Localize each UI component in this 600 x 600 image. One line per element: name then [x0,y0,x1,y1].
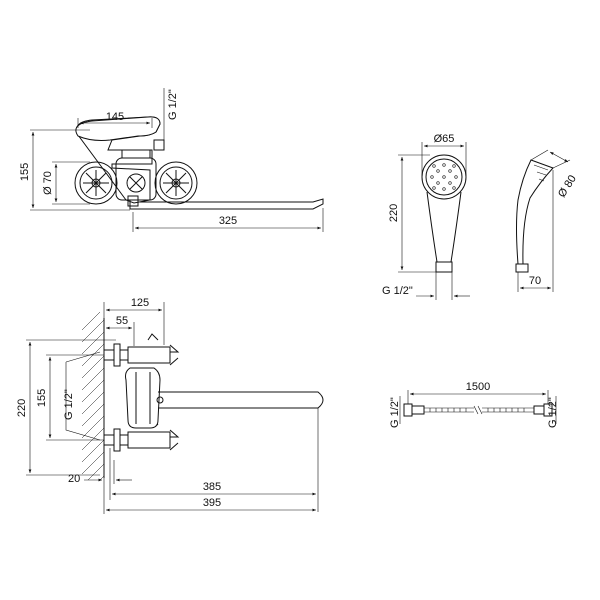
dim-395: 395 [203,497,221,509]
dim-70-shower: 70 [529,275,541,287]
dim-20: 20 [68,473,80,485]
dim-dia-70: Ø 70 [42,171,54,195]
dim-thread-hose-right: G 1/2" [547,397,559,428]
dim-thread-hose-left: G 1/2" [389,397,401,428]
dim-155-side: 155 [36,389,48,407]
dim-thread-top: G 1/2" [167,89,179,120]
shower-hose: 1500 G 1/2" G 1/2" [389,381,559,428]
dim-385: 385 [203,481,221,493]
shower-head-front: Ø65 220 G 1/2" [382,133,470,300]
shower-head-side: Ø 80 70 [515,149,579,292]
dim-325: 325 [219,215,237,227]
dim-1500: 1500 [466,381,490,393]
dim-125: 125 [131,297,149,309]
wall-hatch [81,311,105,481]
right-cross-handle [154,161,198,205]
dim-55: 55 [116,315,128,327]
faucet-top-view: 145 G 1/2" 155 Ø 70 325 [19,88,324,232]
left-cross-handle [74,161,118,205]
dim-145-top: 145 [106,111,124,123]
dim-155-top: 155 [19,163,31,181]
dim-thread-side: G 1/2" [63,389,75,420]
dim-thread-shower: G 1/2" [382,285,413,297]
dim-220-side: 220 [16,399,28,417]
dim-220-shower: 220 [388,204,400,222]
dim-dia-80: Ø 80 [556,173,579,200]
faucet-side-view: 125 55 220 155 G 1/2" 20 385 395 [16,297,324,514]
dim-dia-65: Ø65 [434,133,455,145]
